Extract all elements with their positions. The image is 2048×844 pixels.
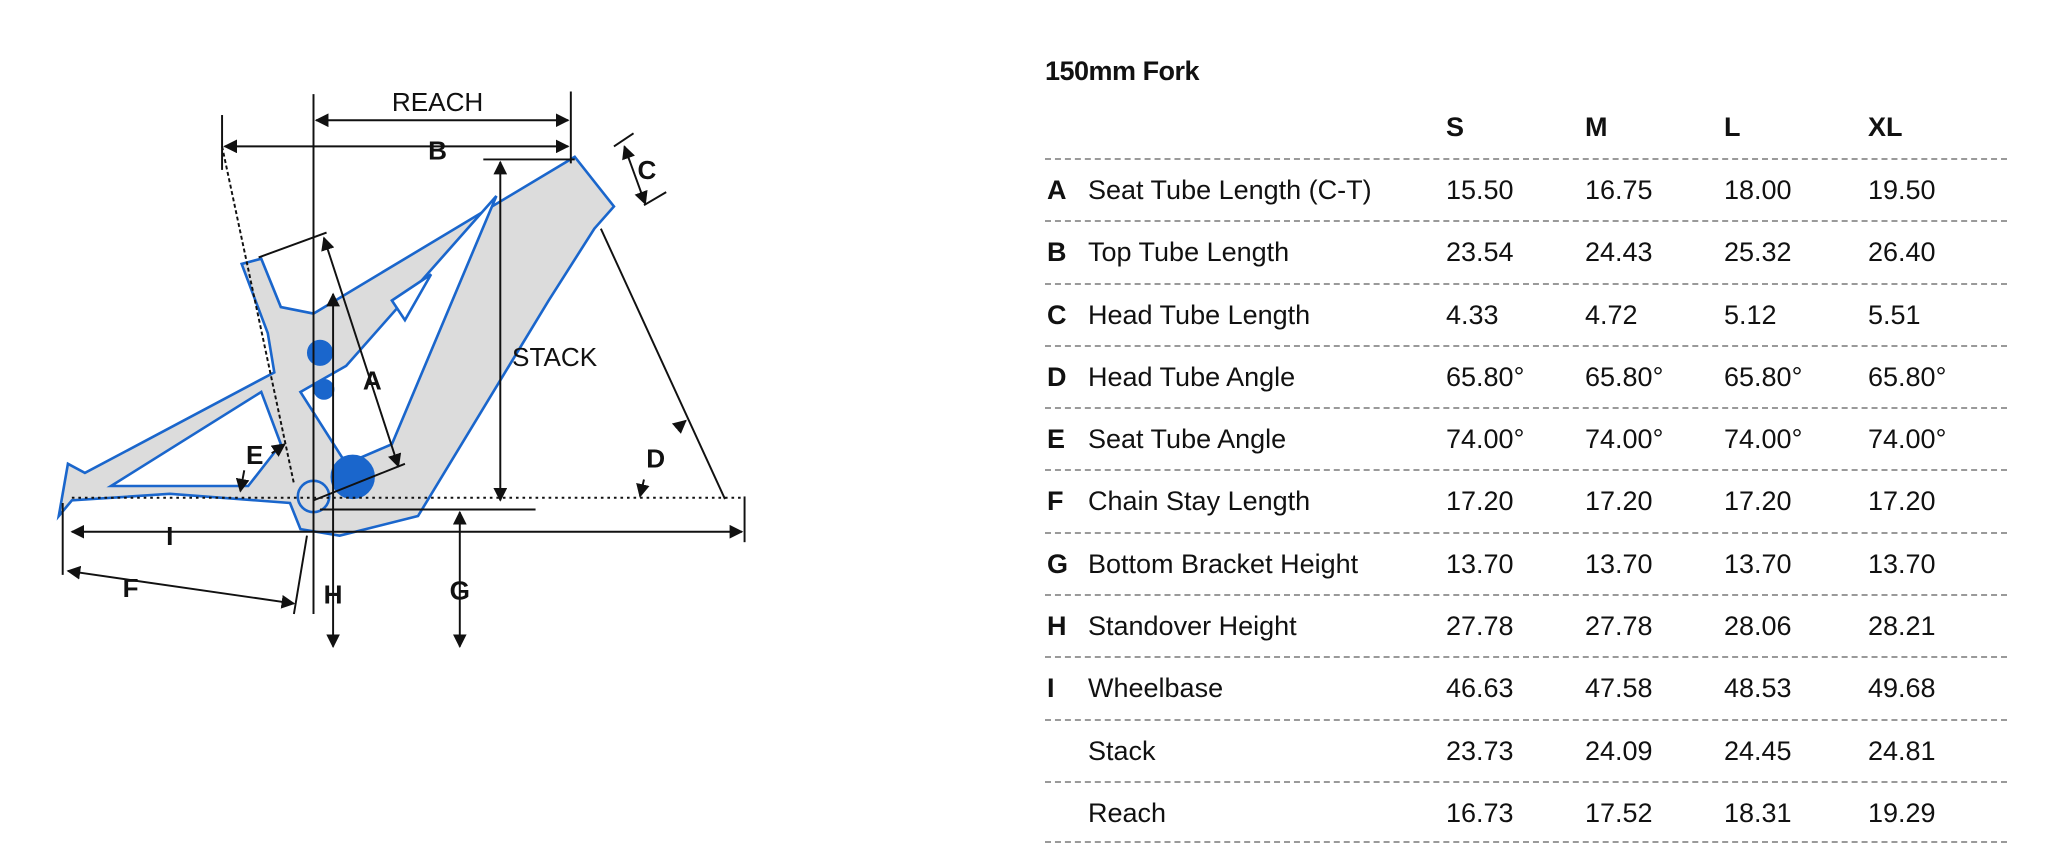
label-g: G bbox=[450, 576, 470, 606]
cell-value: 5.12 bbox=[1724, 299, 1777, 330]
cell-value: 24.81 bbox=[1868, 735, 1936, 766]
label-h: H bbox=[324, 580, 343, 610]
cell-value: 24.09 bbox=[1585, 735, 1653, 766]
row-label: Stack bbox=[1088, 735, 1156, 766]
row-label: Bottom Bracket Height bbox=[1088, 548, 1359, 579]
row-letter: C bbox=[1047, 299, 1067, 330]
row-label: Head Tube Angle bbox=[1088, 361, 1296, 392]
dimension-lines bbox=[61, 91, 746, 649]
cell-value: 74.00° bbox=[1585, 424, 1664, 455]
row-letter: A bbox=[1047, 175, 1067, 205]
cell-value: 65.80° bbox=[1585, 361, 1664, 392]
cell-value: 13.70 bbox=[1868, 548, 1936, 579]
reach-label: REACH bbox=[392, 87, 483, 117]
label-d: D bbox=[646, 444, 665, 474]
row-letter: F bbox=[1047, 486, 1064, 517]
cell-value: 18.31 bbox=[1724, 797, 1792, 828]
stack-label: STACK bbox=[512, 342, 598, 372]
cell-value: 27.78 bbox=[1585, 611, 1653, 642]
cell-value: 74.00° bbox=[1446, 424, 1525, 455]
cell-value: 65.80° bbox=[1868, 361, 1947, 392]
cell-value: 28.21 bbox=[1868, 611, 1936, 642]
label-a: A bbox=[363, 365, 382, 395]
cell-value: 13.70 bbox=[1446, 548, 1514, 579]
cell-value: 16.73 bbox=[1446, 797, 1514, 828]
cell-value: 65.80° bbox=[1446, 361, 1525, 392]
table-row: B Top Tube Length 23.54 24.43 25.32 26.40 bbox=[1045, 220, 2007, 282]
table-row: A Seat Tube Length (C-T) 15.50 16.75 18.00 19… bbox=[1045, 158, 2007, 220]
cell-value: 13.70 bbox=[1724, 548, 1792, 579]
cell-value: 4.72 bbox=[1585, 299, 1638, 330]
size-header: S bbox=[1446, 112, 1465, 142]
row-letter: D bbox=[1047, 361, 1067, 392]
table-row: H Standover Height 27.78 27.78 28.06 28.21 bbox=[1045, 594, 2007, 656]
cell-value: 65.80° bbox=[1724, 361, 1803, 392]
table-row: C Head Tube Length 4.33 4.72 5.12 5.51 bbox=[1045, 282, 2007, 345]
size-header: XL bbox=[1868, 112, 1903, 142]
cell-value: 18.00 bbox=[1724, 175, 1792, 205]
row-label: Chain Stay Length bbox=[1088, 486, 1311, 517]
cell-value: 24.45 bbox=[1724, 735, 1792, 766]
table-row: Stack 23.73 24.09 24.45 24.81 bbox=[1045, 718, 2007, 781]
cell-value: 17.52 bbox=[1585, 797, 1653, 828]
cell-value: 17.20 bbox=[1446, 486, 1514, 517]
cell-value: 4.33 bbox=[1446, 299, 1499, 330]
table-row: D Head Tube Angle 65.80° 65.80° 65.80° 65.80° bbox=[1045, 344, 2007, 407]
cell-value: 28.06 bbox=[1724, 611, 1792, 642]
cell-value: 23.54 bbox=[1446, 237, 1514, 268]
label-f: F bbox=[123, 573, 139, 603]
cell-value: 17.20 bbox=[1868, 486, 1936, 517]
label-e: E bbox=[246, 440, 263, 470]
cell-value: 26.40 bbox=[1868, 237, 1936, 268]
cell-value: 23.73 bbox=[1446, 735, 1514, 766]
cell-value: 49.68 bbox=[1868, 673, 1936, 704]
row-label: Standover Height bbox=[1088, 611, 1297, 642]
cell-value: 17.20 bbox=[1585, 486, 1653, 517]
cell-value: 15.50 bbox=[1446, 175, 1514, 205]
cell-value: 16.75 bbox=[1585, 175, 1653, 205]
row-letter: H bbox=[1047, 611, 1067, 642]
table-row: E Seat Tube Angle 74.00° 74.00° 74.00° 74.00° bbox=[1045, 407, 2007, 469]
row-letter: B bbox=[1047, 237, 1067, 268]
row-label: Reach bbox=[1088, 797, 1167, 828]
cell-value: 19.29 bbox=[1868, 797, 1936, 828]
cell-value: 5.51 bbox=[1868, 299, 1921, 330]
table-row: I Wheelbase 46.63 47.58 48.53 49.68 bbox=[1045, 656, 2007, 718]
cell-value: 74.00° bbox=[1868, 424, 1947, 455]
cell-value: 47.58 bbox=[1585, 673, 1653, 704]
cell-value: 74.00° bbox=[1724, 424, 1803, 455]
cell-value: 19.50 bbox=[1868, 175, 1936, 205]
row-letter: G bbox=[1047, 548, 1069, 579]
label-i: I bbox=[166, 521, 173, 551]
size-header: L bbox=[1724, 112, 1741, 142]
frame-geometry-diagram: REACH STACK B C A D E I F H G bbox=[56, 87, 746, 649]
cell-value: 17.20 bbox=[1724, 486, 1792, 517]
row-letter: I bbox=[1047, 673, 1055, 704]
geometry-table-title: 150mm Fork bbox=[1045, 56, 1200, 86]
size-header: M bbox=[1585, 112, 1608, 142]
cell-value: 24.43 bbox=[1585, 237, 1653, 268]
row-label: Seat Tube Length (C-T) bbox=[1088, 175, 1372, 205]
cell-value: 46.63 bbox=[1446, 673, 1514, 704]
geometry-table: S M L XL A Seat Tube Length (C-T) 15.50 16.… bbox=[1045, 100, 2007, 844]
row-label: Seat Tube Angle bbox=[1088, 424, 1287, 455]
table-row: G Bottom Bracket Height 13.70 13.70 13.70 13.… bbox=[1045, 531, 2007, 594]
row-letter: E bbox=[1047, 424, 1066, 455]
row-label: Head Tube Length bbox=[1088, 299, 1311, 330]
cell-value: 27.78 bbox=[1446, 611, 1514, 642]
label-b: B bbox=[428, 135, 447, 165]
table-header: S M L XL bbox=[1045, 100, 2007, 158]
row-label: Wheelbase bbox=[1088, 673, 1224, 704]
cell-value: 48.53 bbox=[1724, 673, 1792, 704]
label-c: C bbox=[637, 155, 656, 185]
cell-value: 13.70 bbox=[1585, 548, 1653, 579]
cell-value: 25.32 bbox=[1724, 237, 1792, 268]
row-label: Top Tube Length bbox=[1088, 237, 1290, 268]
table-row: Reach 16.73 17.52 18.31 19.29 bbox=[1045, 780, 2007, 844]
table-row: F Chain Stay Length 17.20 17.20 17.20 17.20 bbox=[1045, 469, 2007, 531]
